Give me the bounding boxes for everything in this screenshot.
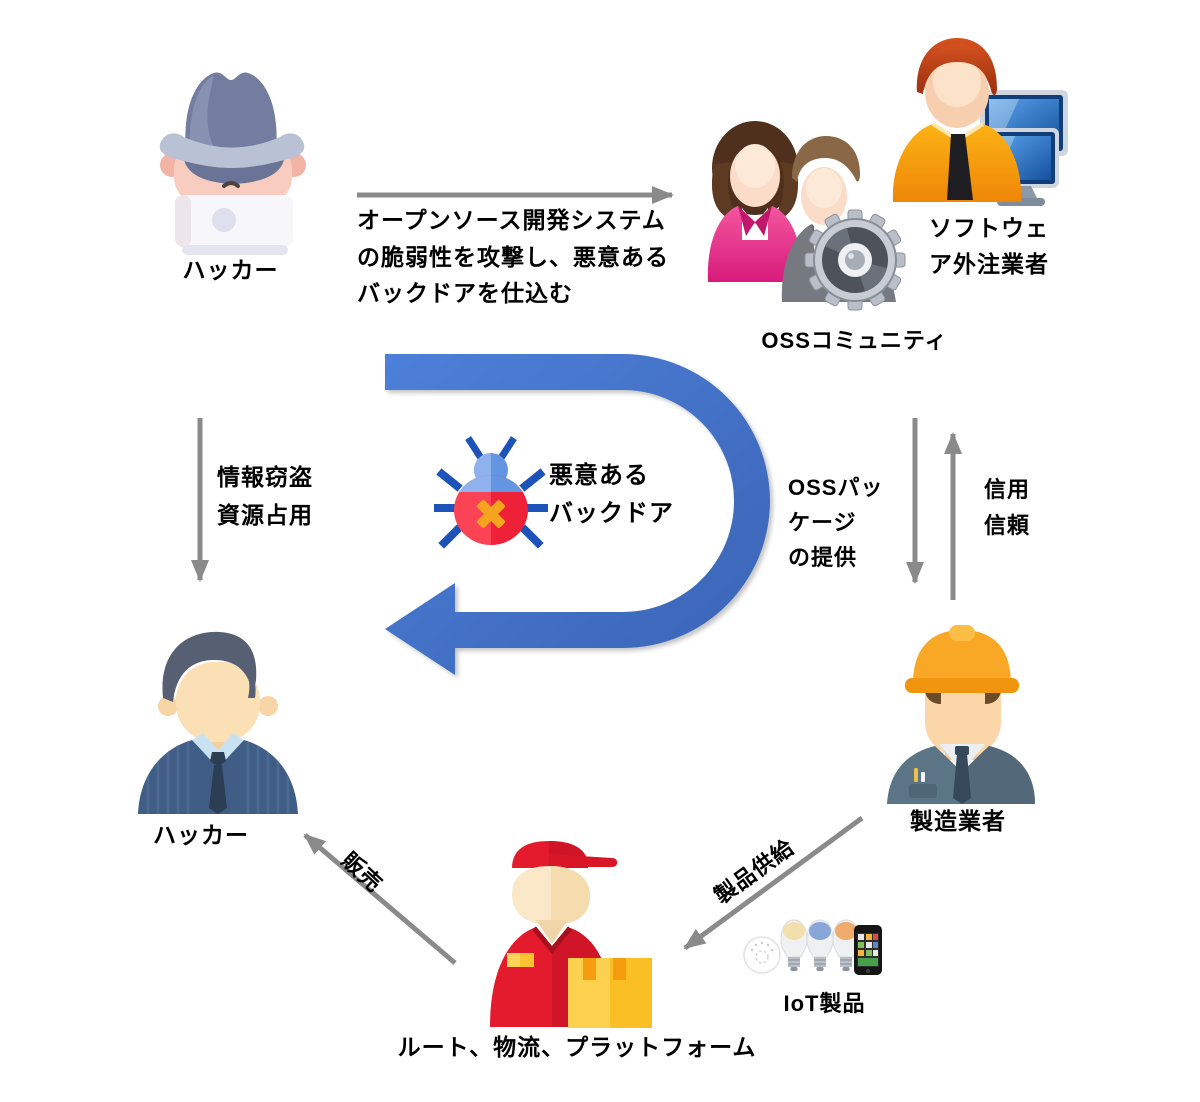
hacker-laptop-icon bbox=[159, 72, 306, 255]
gear-icon bbox=[804, 209, 906, 311]
software-outsourcer-label: ソフトウェ ア外注業者 bbox=[929, 215, 1049, 277]
smart-bulb-icon bbox=[806, 919, 834, 971]
hacker-buyer-icon bbox=[138, 631, 298, 814]
outsourcer-fringe bbox=[919, 44, 995, 90]
info-theft-arrow bbox=[191, 418, 209, 582]
worker-jacket-shade bbox=[962, 746, 1035, 804]
hard-hat bbox=[913, 630, 1011, 684]
attack-arrow bbox=[357, 186, 674, 204]
worker-tie bbox=[953, 754, 971, 804]
smart-hub-icon bbox=[743, 936, 781, 974]
woman-jacket bbox=[707, 206, 803, 282]
neck bbox=[536, 920, 568, 944]
buyer-hair-side bbox=[242, 666, 256, 698]
hard-hat-ridge bbox=[949, 625, 975, 641]
name-badge-light bbox=[507, 953, 520, 967]
ear-icon bbox=[258, 696, 278, 716]
product-supply-arrow bbox=[683, 815, 864, 951]
backdoor-loop-arrow bbox=[385, 354, 770, 675]
logistics-label: ルート、物流、プラットフォーム bbox=[397, 1034, 757, 1060]
info-theft-label: 情報窃盗 資源占用 bbox=[217, 464, 313, 528]
woman-lapel bbox=[755, 206, 772, 236]
buyer-hair bbox=[162, 631, 257, 702]
hard-hat-brim bbox=[905, 678, 1019, 693]
oss-package-arrow bbox=[906, 418, 924, 584]
hat-highlight bbox=[189, 75, 216, 152]
bug-antennae bbox=[465, 436, 517, 463]
smartphone-icon bbox=[854, 925, 882, 975]
man-hair bbox=[792, 136, 860, 182]
laptop-base bbox=[182, 245, 288, 255]
smart-bulb-icon bbox=[780, 919, 808, 971]
tie-knot bbox=[210, 752, 226, 767]
box-tape bbox=[613, 958, 626, 980]
manufacturer-label: 製造業者 bbox=[910, 808, 1006, 834]
bug-icon bbox=[434, 436, 548, 549]
hacker-top-label: ハッカー bbox=[182, 257, 279, 283]
smart-bulb-icon bbox=[832, 919, 860, 971]
iot-products-label: IoT製品 bbox=[783, 991, 866, 1016]
oss-community-label: OSSコミュニティ bbox=[761, 328, 948, 353]
malicious-backdoor-label: 悪意ある バックドア bbox=[549, 462, 674, 527]
manufacturer-icon bbox=[887, 625, 1035, 804]
woman-hair-side bbox=[711, 162, 738, 218]
outsourcer-tie bbox=[947, 134, 973, 200]
attack-description: オープンソース開発システム の脆弱性を攻撃し、悪意ある バックドアを仕込む bbox=[357, 207, 669, 306]
laptop-edge bbox=[175, 195, 191, 247]
trust-label: 信用 信頼 bbox=[983, 477, 1030, 538]
mouth bbox=[222, 181, 240, 188]
software-outsourcer-icon bbox=[892, 38, 1068, 206]
tie-knot bbox=[955, 746, 969, 755]
box-tape bbox=[583, 958, 596, 980]
buyer-collar bbox=[192, 733, 244, 768]
trust-arrow bbox=[944, 432, 962, 600]
man-face-highlight bbox=[806, 168, 842, 208]
laptop-logo-icon bbox=[212, 208, 236, 232]
outsourcer-face-highlight bbox=[933, 57, 981, 107]
delivery-person-icon bbox=[490, 841, 652, 1028]
hacker-bottom-label: ハッカー bbox=[153, 822, 249, 848]
delivery-face-shade bbox=[551, 866, 590, 925]
oss-package-label: OSSパッ ケージ の提供 bbox=[788, 475, 884, 570]
pen-icon bbox=[914, 768, 918, 782]
delivery-collar bbox=[532, 926, 572, 954]
bug-legs bbox=[434, 468, 548, 549]
chest-pocket bbox=[909, 784, 937, 798]
buyer-tie bbox=[209, 765, 227, 814]
buyer-face bbox=[176, 662, 260, 742]
pen-icon bbox=[921, 772, 925, 782]
cap-brim bbox=[549, 854, 618, 867]
woman-face-highlight bbox=[735, 144, 775, 188]
sales-arrow bbox=[303, 833, 457, 965]
x-mark-icon bbox=[476, 499, 506, 529]
iot-products-icon bbox=[743, 919, 882, 975]
woman-lapel bbox=[738, 206, 755, 236]
oss-community-icon bbox=[707, 121, 906, 311]
hat-brim bbox=[159, 133, 305, 168]
